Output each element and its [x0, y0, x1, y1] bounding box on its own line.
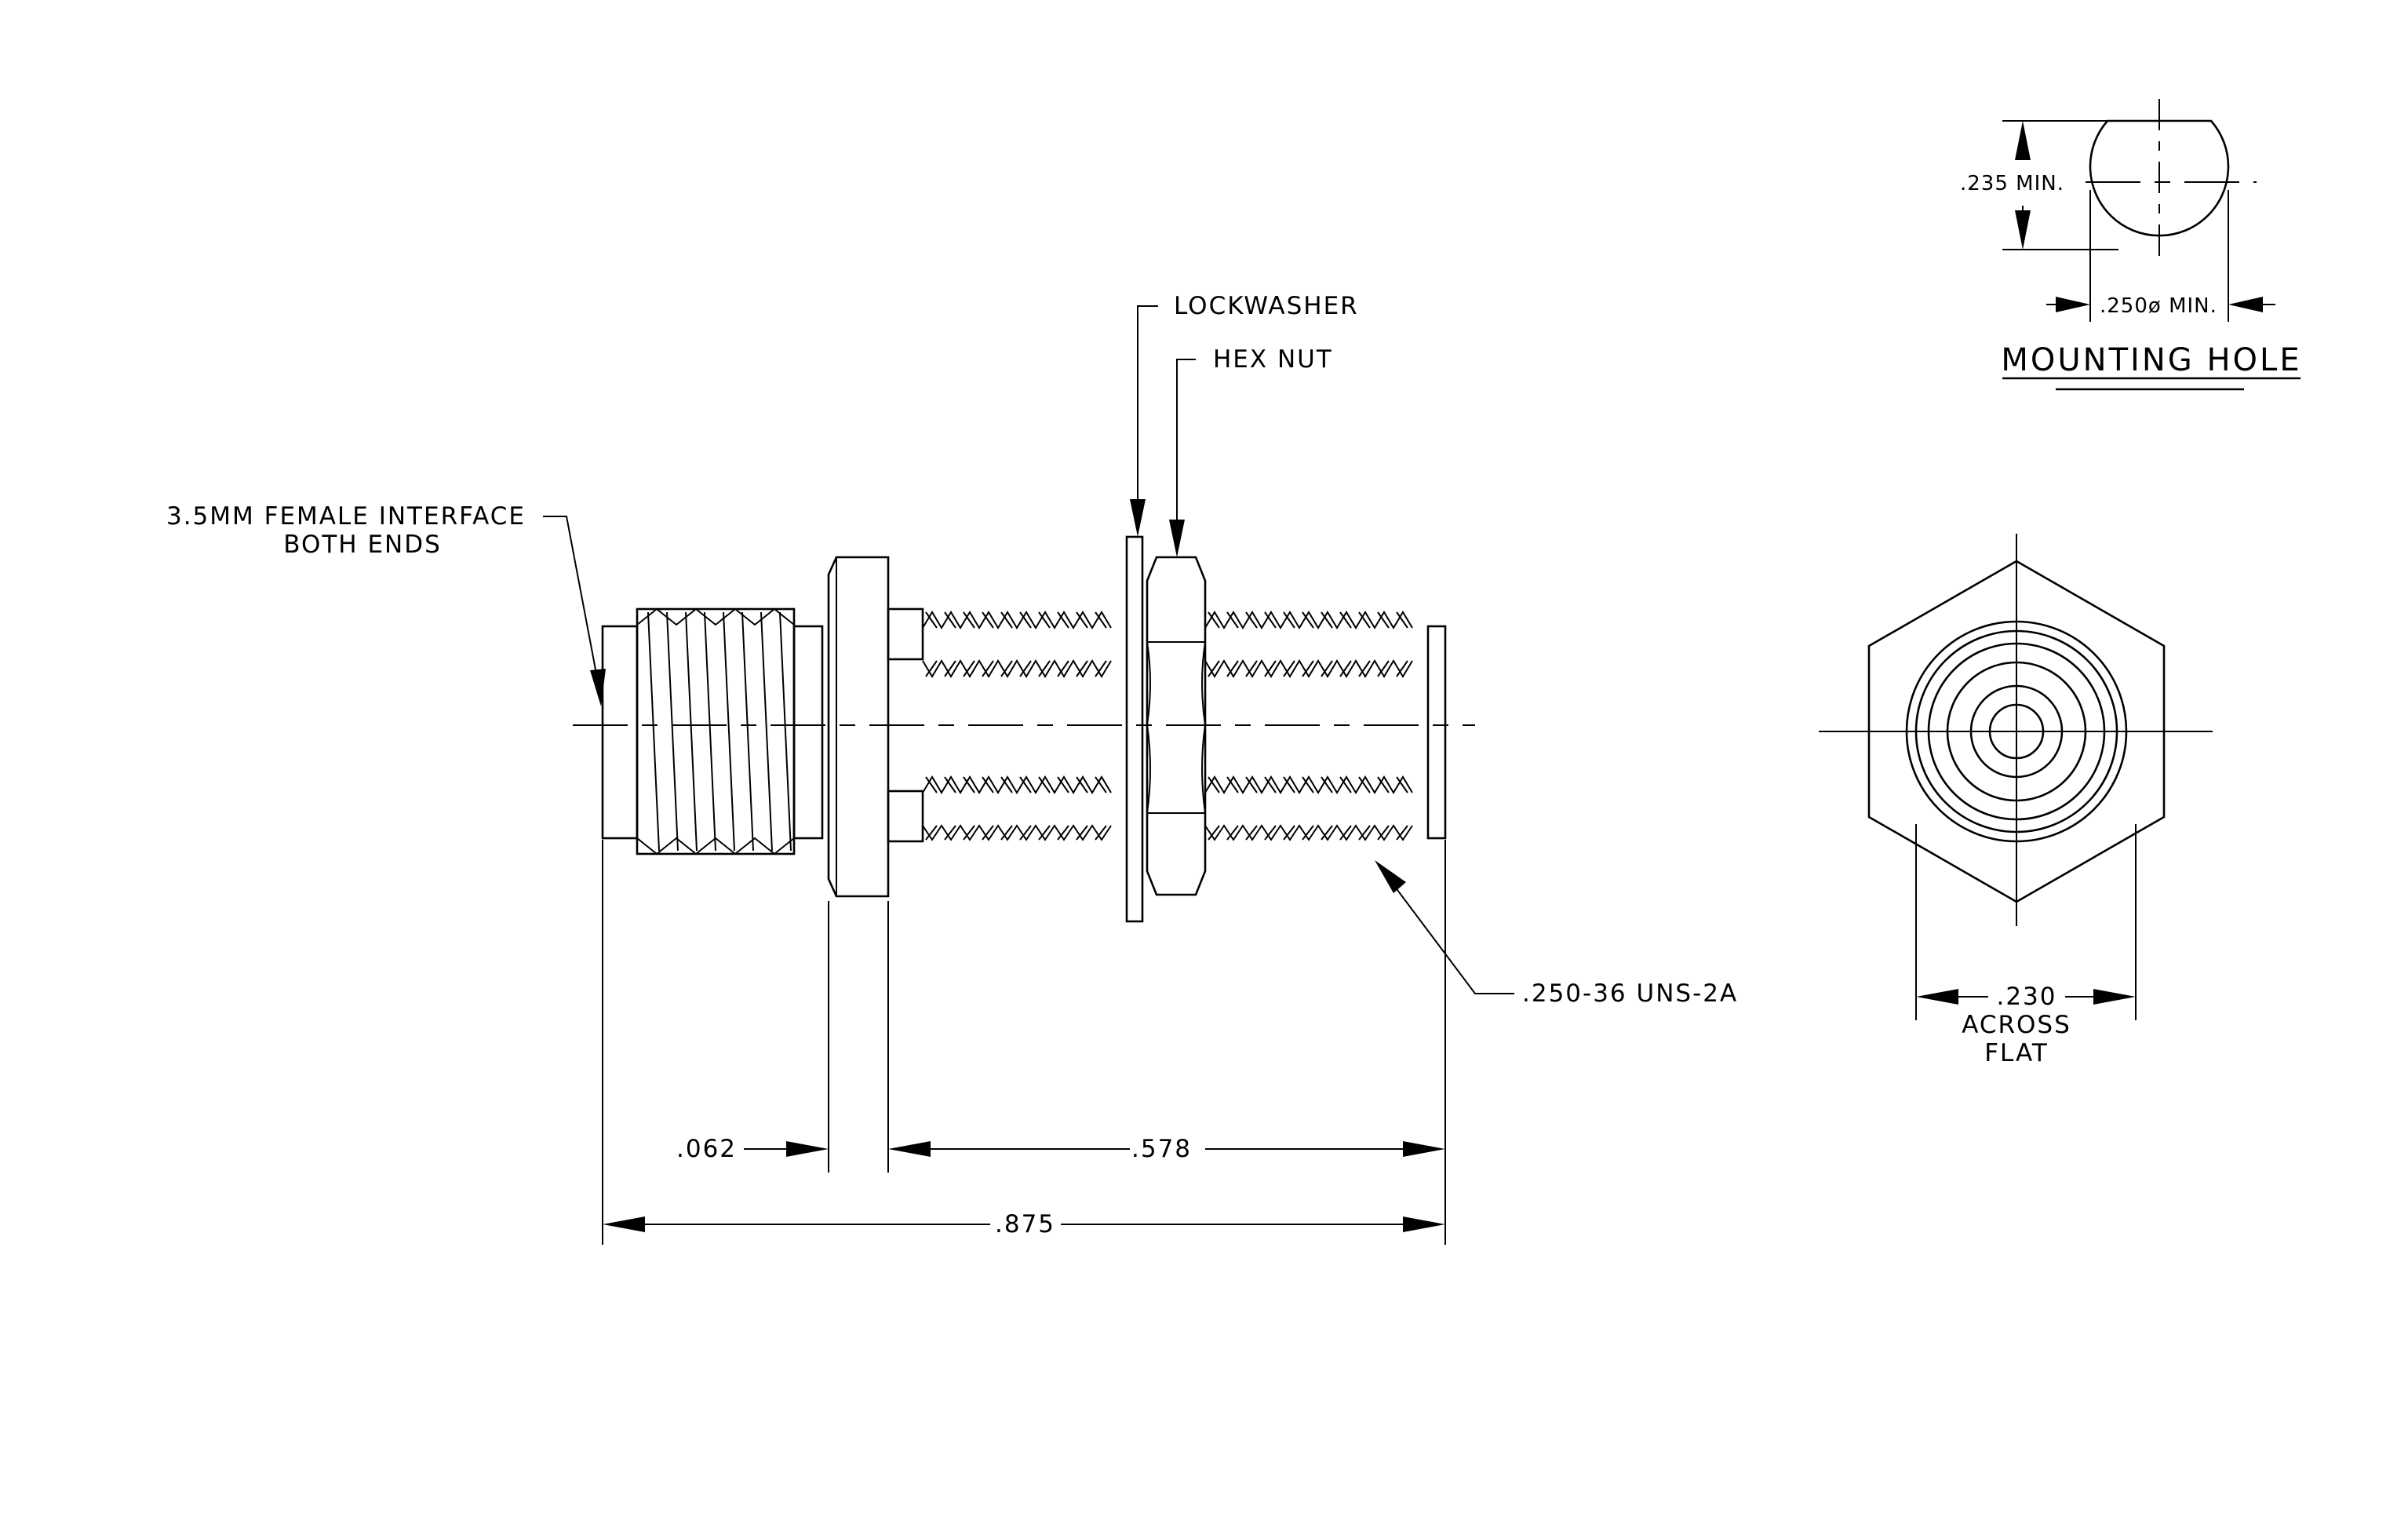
thread-spec-label: .250-36 UNS-2A — [1522, 979, 1738, 1008]
mounting-hole-view — [2002, 99, 2301, 391]
hole-diameter-label: .250ø MIN. — [2100, 294, 2217, 318]
dim-across-line1: ACROSS — [1962, 1011, 2071, 1039]
hex-outline — [1867, 560, 2166, 903]
lockwasher — [1125, 535, 1144, 923]
center-pin — [1988, 703, 2045, 760]
hex-nut-label: HEX NUT — [1213, 345, 1333, 374]
left-end-cap — [601, 625, 639, 840]
flange — [827, 556, 890, 898]
right-end-cap — [1426, 625, 1447, 840]
dim-flange-label: .062 — [676, 1135, 737, 1163]
collar — [792, 625, 824, 840]
hex-nut — [1146, 556, 1207, 896]
lockwasher-label: LOCKWASHER — [1174, 292, 1359, 320]
interface-label-line1: 3.5MM FEMALE INTERFACE — [166, 502, 526, 531]
end-view — [1819, 534, 2213, 1020]
dim-across-line2: FLAT — [1984, 1039, 2049, 1067]
interface-label-line2: BOTH ENDS — [283, 531, 442, 559]
neck-bottom — [887, 790, 924, 843]
side-view — [573, 535, 1475, 923]
left-thread-lines — [636, 607, 795, 855]
end-circle-outer — [1905, 620, 2128, 843]
hole-height-label: .235 MIN. — [1960, 172, 2064, 195]
neck-top — [887, 607, 924, 661]
dim-thread-length-label: .578 — [1131, 1135, 1192, 1163]
mounting-thread — [922, 611, 1413, 841]
dim-across-value: .230 — [1996, 983, 2056, 1011]
d-hole-outline — [2089, 119, 2230, 237]
mounting-hole-title: MOUNTING HOLE — [2001, 342, 2301, 378]
side-view-dimensions — [602, 840, 1446, 1245]
dim-overall-label: .875 — [995, 1210, 1055, 1238]
side-view-leaders — [543, 305, 1514, 994]
